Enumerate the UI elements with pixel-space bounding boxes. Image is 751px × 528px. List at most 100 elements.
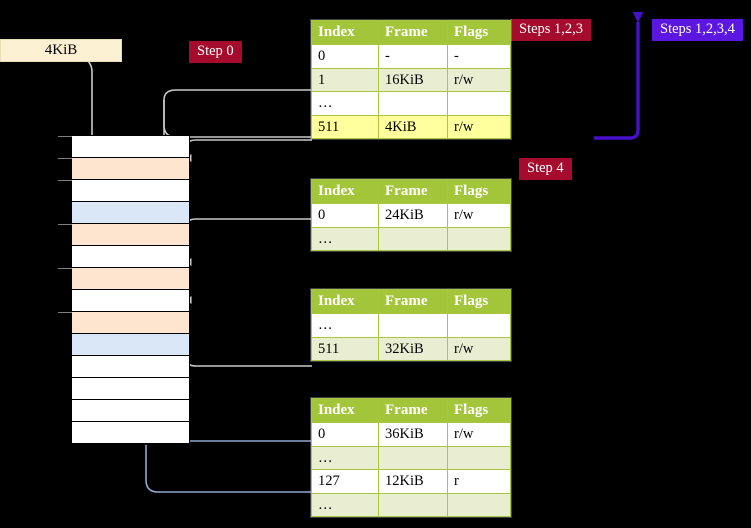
cell-flags: r/w bbox=[447, 114, 511, 139]
wire-memory-to-table1 bbox=[183, 139, 312, 162]
size-label-4kib: 4KiB bbox=[0, 39, 122, 62]
badge-steps-123: Steps 1,2,3 bbox=[511, 19, 592, 41]
memory-tick bbox=[58, 312, 72, 313]
table-row: … bbox=[311, 226, 511, 251]
memory-row bbox=[72, 136, 189, 158]
memory-tick bbox=[58, 224, 72, 225]
cell-index: … bbox=[311, 313, 379, 338]
memory-row bbox=[72, 268, 189, 290]
cell-frame: 16KiB bbox=[378, 67, 448, 92]
column-header-index: Index bbox=[311, 179, 379, 204]
cell-frame bbox=[378, 445, 448, 470]
cell-index: 0 bbox=[311, 422, 379, 447]
table-pdp: Index Frame Flags 0 24KiB r/w … bbox=[311, 179, 511, 251]
badge-step-4-text: Step 4 bbox=[527, 160, 564, 176]
memory-tick bbox=[58, 180, 72, 181]
cell-frame: 24KiB bbox=[378, 203, 448, 228]
cell-flags: - bbox=[447, 44, 511, 69]
cell-flags: r/w bbox=[447, 422, 511, 447]
badge-step-0-text: Step 0 bbox=[197, 43, 234, 59]
table-row: 0 36KiB r/w bbox=[311, 422, 511, 447]
memory-row bbox=[72, 334, 189, 356]
cell-frame bbox=[378, 492, 448, 517]
memory-row bbox=[72, 356, 189, 378]
column-header-frame: Frame bbox=[378, 289, 448, 314]
column-header-flags: Flags bbox=[447, 289, 511, 314]
memory-row bbox=[72, 246, 189, 268]
cell-flags: r/w bbox=[447, 67, 511, 92]
table-pml4: Index Frame Flags 0 - - 1 16KiB r/w … 51… bbox=[311, 20, 511, 139]
memory-tick bbox=[58, 268, 72, 269]
memory-row bbox=[72, 422, 189, 444]
table-pd: Index Frame Flags … 511 32KiB r/w bbox=[311, 289, 511, 361]
column-header-frame: Frame bbox=[378, 398, 448, 423]
table-row: … bbox=[311, 91, 511, 116]
memory-tick bbox=[58, 158, 72, 159]
cell-index: … bbox=[311, 445, 379, 470]
cell-flags: r/w bbox=[447, 203, 511, 228]
badge-step-4: Step 4 bbox=[519, 158, 572, 180]
wire-memory-to-table2 bbox=[183, 218, 312, 266]
cell-flags bbox=[447, 226, 511, 251]
column-header-frame: Frame bbox=[378, 179, 448, 204]
column-header-index: Index bbox=[311, 289, 379, 314]
cell-flags bbox=[447, 445, 511, 470]
memory-row bbox=[72, 180, 189, 202]
memory-row bbox=[72, 378, 189, 400]
table-header-row: Index Frame Flags bbox=[311, 289, 511, 314]
cell-index: 0 bbox=[311, 203, 379, 228]
cell-flags bbox=[447, 91, 511, 116]
cell-flags bbox=[447, 492, 511, 517]
cell-frame: - bbox=[378, 44, 448, 69]
column-header-flags: Flags bbox=[447, 20, 511, 45]
table-row: 1 16KiB r/w bbox=[311, 67, 511, 92]
table-row: … bbox=[311, 492, 511, 517]
memory-row bbox=[72, 202, 189, 224]
table-row: … bbox=[311, 313, 511, 338]
column-header-frame: Frame bbox=[378, 20, 448, 45]
size-label-text: 4KiB bbox=[44, 42, 78, 58]
cell-index: 127 bbox=[311, 469, 379, 494]
table-pt: Index Frame Flags 0 36KiB r/w … 127 12Ki… bbox=[311, 398, 511, 517]
memory-tick bbox=[58, 136, 72, 137]
cell-frame: 4KiB bbox=[378, 114, 448, 139]
wire-table3-to-memory bbox=[183, 296, 312, 367]
memory-row bbox=[72, 312, 189, 334]
column-header-flags: Flags bbox=[447, 179, 511, 204]
table-row: 511 32KiB r/w bbox=[311, 336, 511, 361]
cell-index: 511 bbox=[311, 114, 379, 139]
memory-row bbox=[72, 158, 189, 180]
cell-flags: r bbox=[447, 469, 511, 494]
table-row: … bbox=[311, 445, 511, 470]
cell-index: 1 bbox=[311, 67, 379, 92]
cell-index: … bbox=[311, 91, 379, 116]
cell-frame: 32KiB bbox=[378, 336, 448, 361]
table-row: 127 12KiB r bbox=[311, 469, 511, 494]
badge-step-0: Step 0 bbox=[189, 41, 242, 63]
table-header-row: Index Frame Flags bbox=[311, 179, 511, 204]
badge-steps-1234-text: Steps 1,2,3,4 bbox=[660, 21, 735, 37]
cell-flags: r/w bbox=[447, 336, 511, 361]
cell-frame bbox=[378, 91, 448, 116]
cell-frame: 36KiB bbox=[378, 422, 448, 447]
table-header-row: Index Frame Flags bbox=[311, 20, 511, 45]
table-row: 0 - - bbox=[311, 44, 511, 69]
cell-frame bbox=[378, 226, 448, 251]
memory-frames-column bbox=[58, 135, 190, 445]
wire-table1-feed bbox=[163, 89, 312, 138]
cell-frame bbox=[378, 313, 448, 338]
table-row: 511 4KiB r/w bbox=[311, 114, 511, 139]
column-header-index: Index bbox=[311, 398, 379, 423]
cell-index: … bbox=[311, 226, 379, 251]
column-header-index: Index bbox=[311, 20, 379, 45]
table-header-row: Index Frame Flags bbox=[311, 398, 511, 423]
badge-steps-1234: Steps 1,2,3,4 bbox=[652, 19, 743, 41]
cell-index: 0 bbox=[311, 44, 379, 69]
memory-row bbox=[72, 224, 189, 246]
column-header-flags: Flags bbox=[447, 398, 511, 423]
memory-row bbox=[72, 290, 189, 312]
table-row: 0 24KiB r/w bbox=[311, 203, 511, 228]
badge-steps-123-text: Steps 1,2,3 bbox=[519, 21, 584, 37]
cell-index: … bbox=[311, 492, 379, 517]
